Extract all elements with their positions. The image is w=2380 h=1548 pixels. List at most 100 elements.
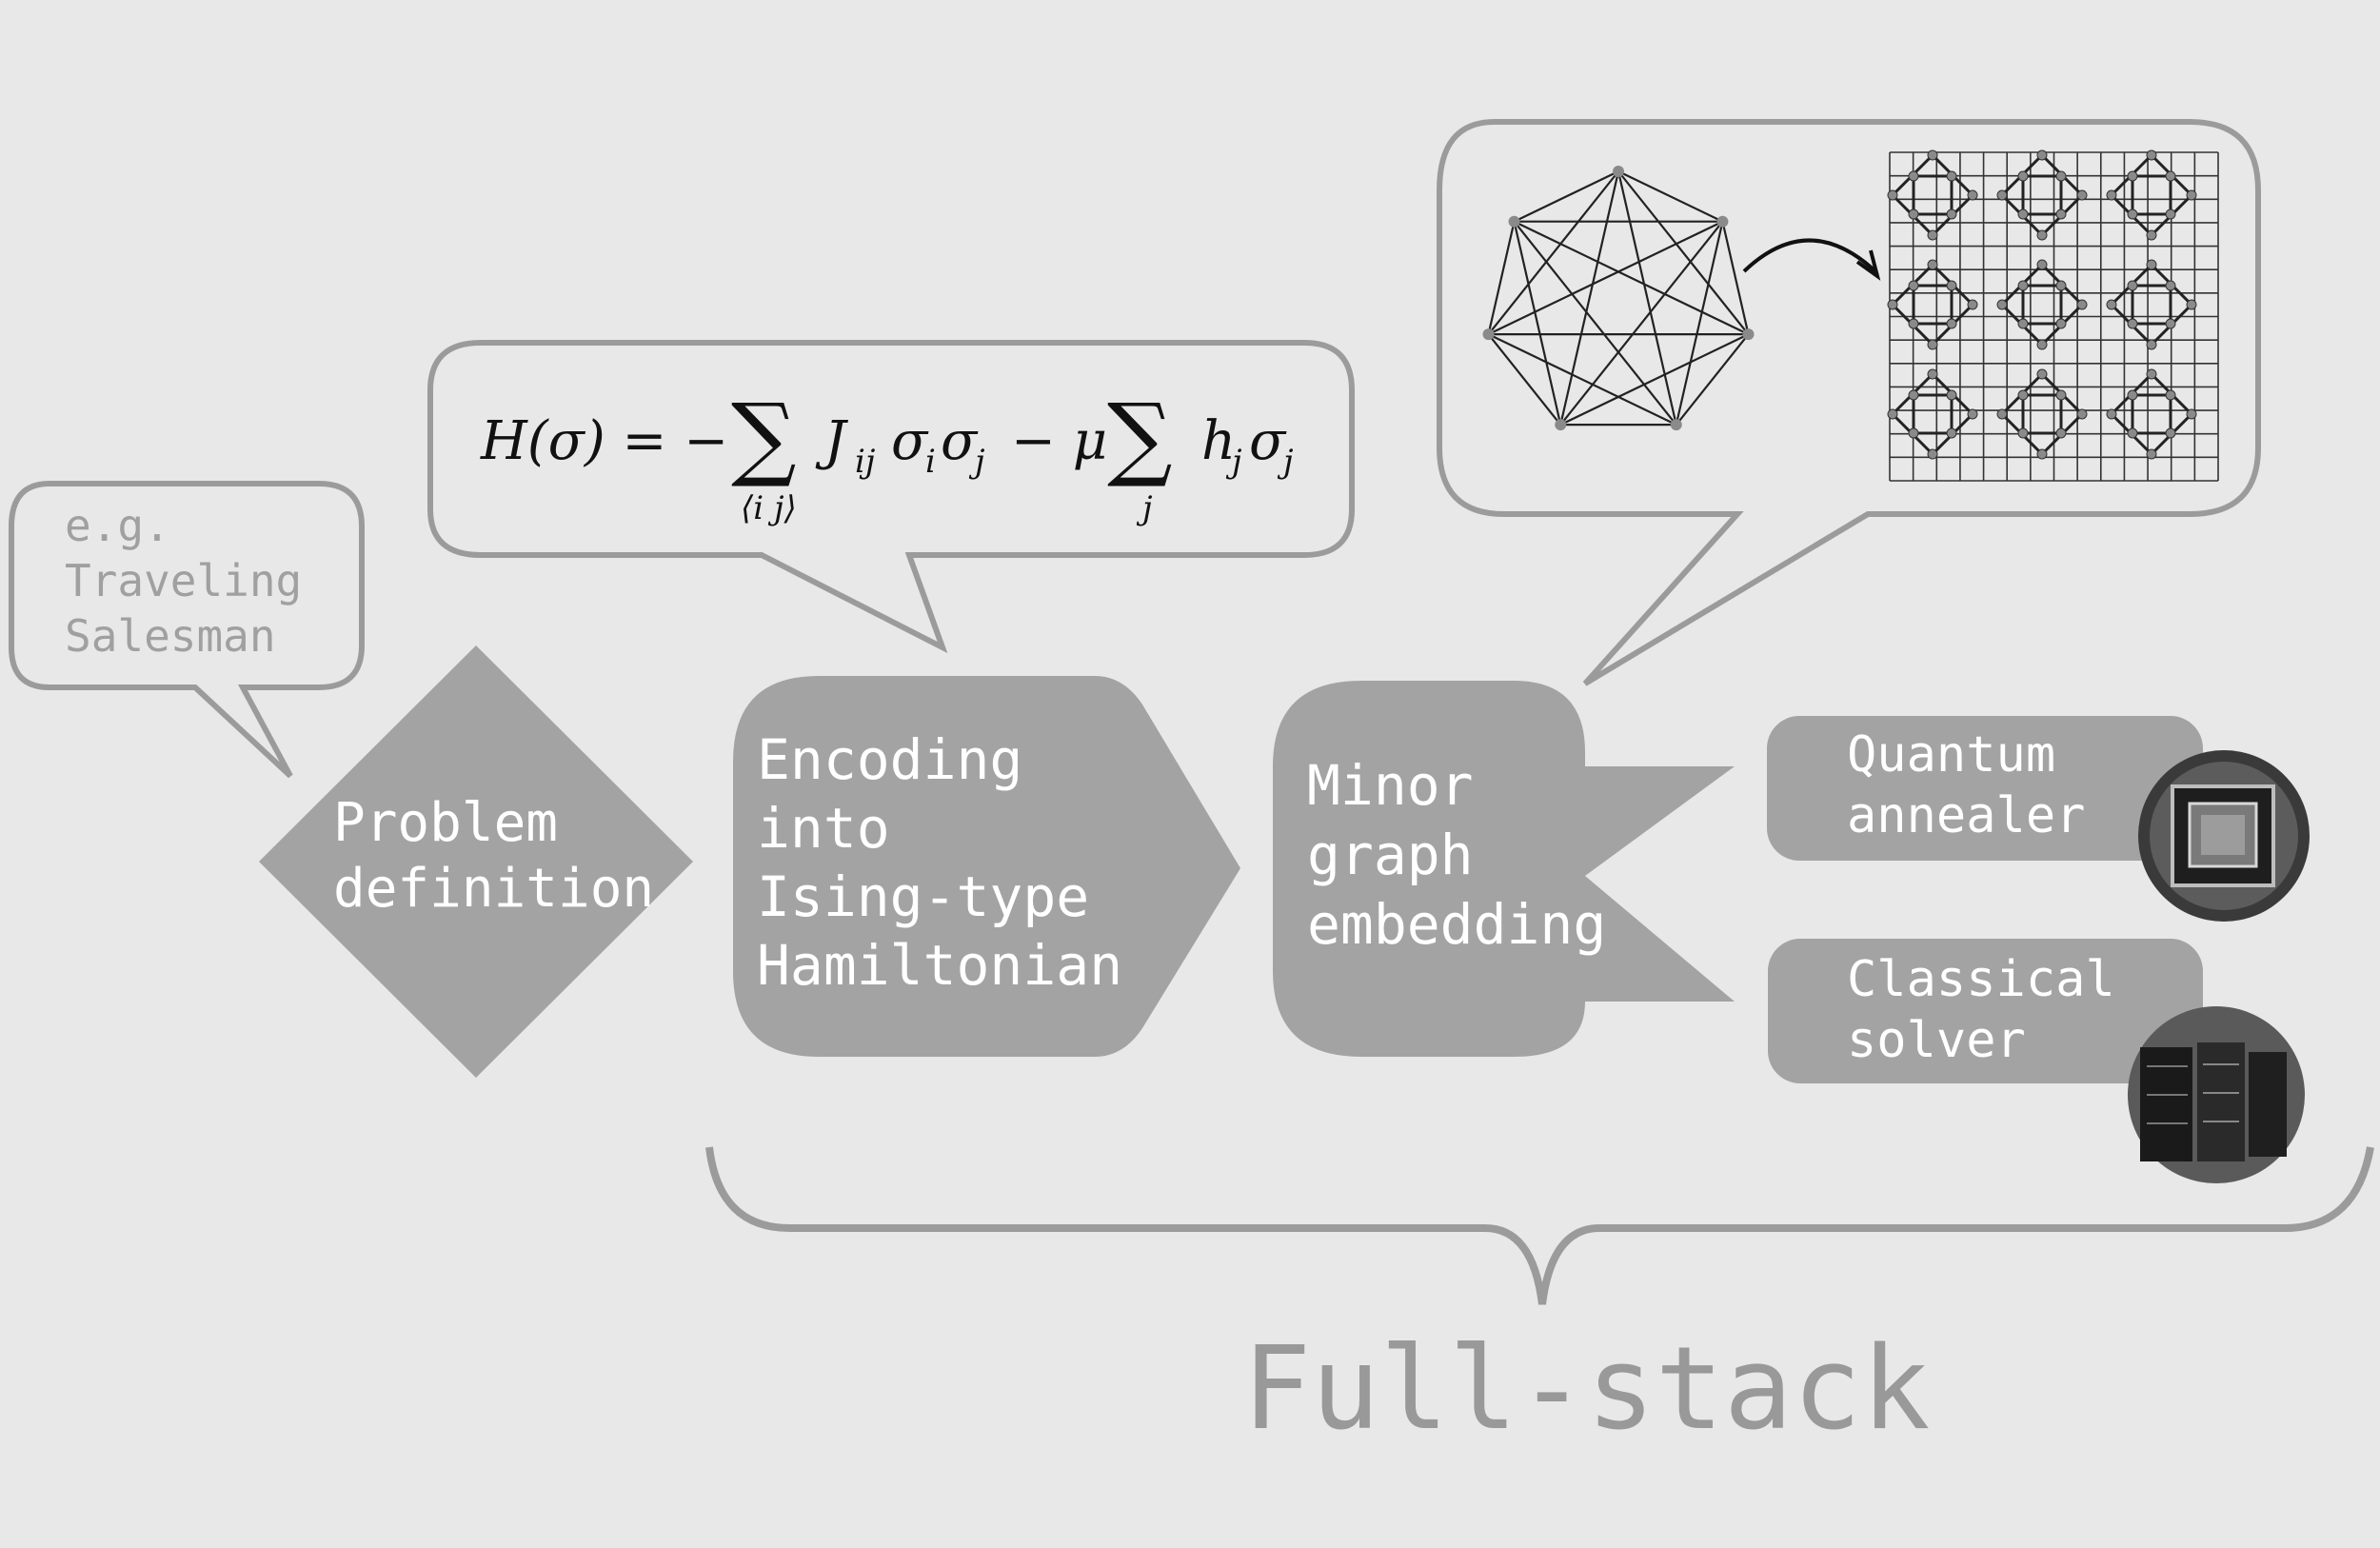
mapping-arrow	[1742, 238, 1877, 273]
encoding-step: Encoding into Ising-type Hamiltonian	[733, 676, 1240, 1057]
qubit-node	[2017, 208, 2029, 220]
hamiltonian-bubble: H(σ) = − ∑ ⟨i j⟩ J ij σ i σ j − μ ∑ j h …	[427, 340, 1355, 654]
chimera-graph	[1887, 149, 2219, 482]
qubit-node	[1927, 339, 1938, 350]
qubit-node	[2165, 208, 2176, 220]
graph-node	[1555, 419, 1567, 431]
qubit-node	[2055, 208, 2067, 220]
sum-symbol-2: ∑	[1107, 384, 1173, 490]
term2-sigma: σ	[1249, 410, 1287, 472]
qubit-node	[2186, 299, 2197, 310]
qubit-node	[2017, 427, 2029, 439]
svg-text:Classical: Classical	[1847, 951, 2115, 1008]
qubit-node	[2076, 408, 2088, 420]
svg-text:Encoding: Encoding	[757, 727, 1022, 792]
qubit-node	[1996, 189, 2008, 201]
qubit-node	[1908, 170, 1919, 182]
qubit-node	[1967, 299, 1978, 310]
qubit-node	[2036, 339, 2048, 350]
classical-line-2: solver	[1847, 1012, 2026, 1069]
qubit-node	[2186, 408, 2197, 420]
embedding-bubble	[1437, 119, 2261, 686]
graph-edge	[1675, 221, 1724, 426]
unit-cell-core	[2021, 284, 2063, 326]
qubit-node	[2146, 339, 2157, 350]
svg-text:Problem: Problem	[333, 792, 558, 854]
term2-h: h	[1201, 410, 1236, 472]
minus-mu: − μ	[1011, 410, 1107, 472]
graph-edge	[1513, 221, 1562, 426]
graph-node	[1716, 215, 1729, 228]
unit-cell-core	[2021, 174, 2063, 216]
unit-cell-core	[1912, 284, 1954, 326]
qubit-node	[1946, 208, 1957, 220]
qubit-node	[2055, 170, 2067, 182]
encoding-line-1: Encoding	[757, 727, 1022, 792]
classical-line-1: Classical	[1847, 951, 2115, 1008]
qubit-node	[1927, 448, 1938, 460]
term1-sigma-j: σ	[941, 410, 979, 472]
qubit-node	[2055, 427, 2067, 439]
svg-text:e.g.: e.g.	[65, 500, 170, 551]
encoding-line-3: Ising-type	[757, 864, 1089, 929]
encoding-line-2: into	[757, 796, 890, 861]
encoding-line-4: Hamiltonian	[757, 933, 1122, 998]
unit-cell-core	[2131, 393, 2172, 435]
qubit-node	[2165, 389, 2176, 401]
qubit-node	[1996, 408, 2008, 420]
svg-text:into: into	[757, 796, 890, 861]
qubit-node	[2165, 170, 2176, 182]
unit-cell-core	[2021, 393, 2063, 435]
qubit-node	[1908, 427, 1919, 439]
qubit-node	[1946, 427, 1957, 439]
qubit-node	[1887, 408, 1898, 420]
graph-node	[1613, 166, 1624, 177]
qubit-node	[2036, 448, 2048, 460]
qubit-node	[2055, 389, 2067, 401]
qubit-node	[2127, 208, 2138, 220]
graph-edge	[1487, 221, 1516, 335]
qubit-node	[2055, 280, 2067, 291]
svg-text:Quantum: Quantum	[1847, 726, 2055, 784]
qubit-node	[1908, 389, 1919, 401]
graph-edge	[1617, 170, 1750, 335]
example-line-3: Salesman	[65, 610, 276, 662]
qubit-node	[2127, 427, 2138, 439]
graph-node	[1508, 215, 1520, 228]
formula-lhs: H(σ) = −	[480, 410, 728, 472]
graph-node	[1670, 419, 1682, 431]
quantum-line-2: annealer	[1847, 787, 2085, 844]
qubit-node	[2076, 299, 2088, 310]
qubit-node	[1946, 389, 1957, 401]
svg-text:Salesman: Salesman	[65, 610, 276, 662]
qubit-node	[1946, 170, 1957, 182]
graph-edge	[1488, 333, 1677, 427]
qubit-node	[2186, 189, 2197, 201]
example-line-1: e.g.	[65, 500, 170, 551]
svg-text:Ising-type: Ising-type	[757, 864, 1089, 929]
qubit-node	[1967, 189, 1978, 201]
full-stack-brace	[705, 1146, 2374, 1305]
qubit-node	[2036, 229, 2048, 241]
graph-edge	[1616, 170, 1677, 426]
qubit-node	[1908, 208, 1919, 220]
svg-text:Minor: Minor	[1307, 753, 1474, 818]
qubit-node	[2076, 189, 2088, 201]
qubit-node	[2017, 318, 2029, 329]
embedding-line-2: graph	[1307, 823, 1474, 887]
qubit-node	[1927, 149, 1938, 161]
qubit-node	[2146, 229, 2157, 241]
unit-cell-core	[2131, 174, 2172, 216]
svg-text:Traveling: Traveling	[65, 555, 302, 606]
embedding-step: Minor graph embedding	[1273, 681, 1735, 1057]
problem-definition-step: Problem definition	[259, 645, 693, 1078]
qubit-node	[1887, 189, 1898, 201]
qubit-node	[2106, 299, 2117, 310]
qubit-node	[1908, 280, 1919, 291]
graph-edge	[1617, 170, 1723, 223]
unit-cell-core	[2131, 284, 2172, 326]
example-bubble: e.g. Traveling Salesman	[9, 481, 365, 779]
graph-node	[1742, 328, 1755, 341]
graph-edge	[1675, 333, 1750, 426]
